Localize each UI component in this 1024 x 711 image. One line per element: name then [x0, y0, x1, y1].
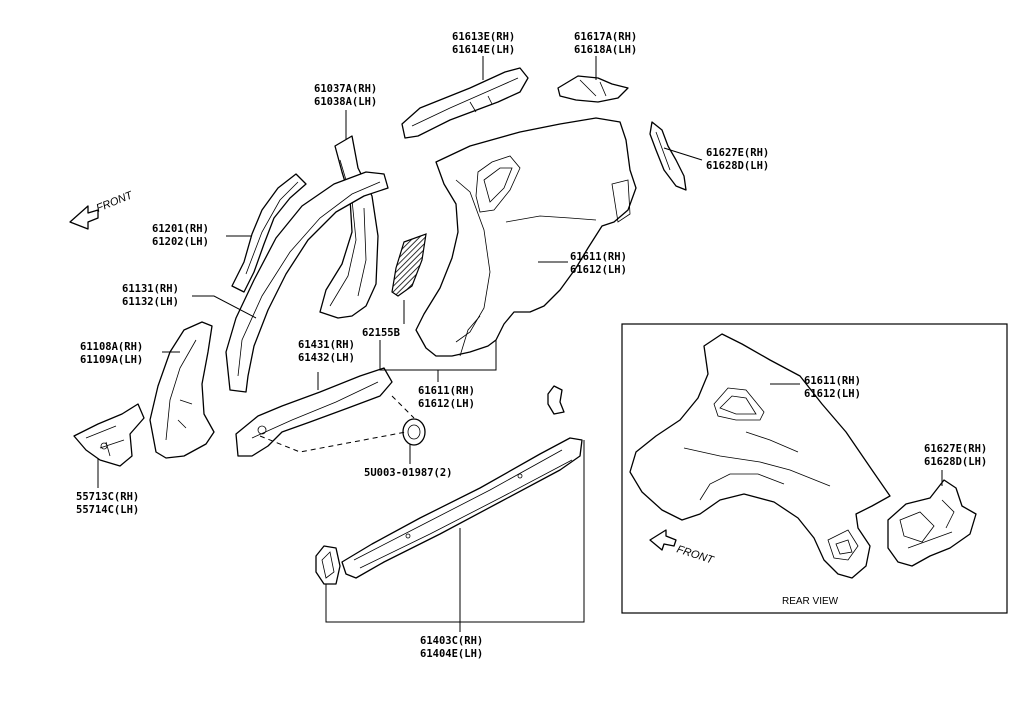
- rocker-pillar-reinforcement-part: [225, 171, 389, 393]
- label-61627-main: 61627E(RH) 61628D(LH): [706, 147, 769, 172]
- rocker-outer-panel-part: [341, 437, 583, 579]
- svg-text:5U003-01987(2): 5U003-01987(2): [364, 467, 453, 479]
- rear-view-caption: REAR VIEW: [782, 596, 839, 607]
- svg-text:62155B: 62155B: [362, 327, 400, 339]
- svg-text:55714C(LH): 55714C(LH): [76, 504, 139, 516]
- svg-text:61431(RH): 61431(RH): [298, 339, 355, 351]
- quarter-panel-part: [415, 117, 637, 357]
- svg-text:61628D(LH): 61628D(LH): [924, 456, 987, 468]
- svg-text:61612(LH): 61612(LH): [570, 264, 627, 276]
- label-55713: 55713C(RH) 55714C(LH): [76, 491, 139, 516]
- center-pillar-part: [319, 135, 379, 319]
- svg-text:61108A(RH): 61108A(RH): [80, 341, 143, 353]
- quarter-pad-part: [391, 233, 427, 297]
- rocker-seal-part: [315, 545, 341, 585]
- svg-text:61612(LH): 61612(LH): [418, 398, 475, 410]
- svg-text:61132(LH): 61132(LH): [122, 296, 179, 308]
- svg-text:61611(RH): 61611(RH): [804, 375, 861, 387]
- cowl-bracket-part: [73, 403, 145, 467]
- label-61403: 61403C(RH) 61404E(LH): [420, 635, 483, 660]
- upper-bracket-part: [557, 75, 629, 103]
- roof-side-rail-part: [401, 67, 529, 139]
- svg-text:61404E(LH): 61404E(LH): [420, 648, 483, 660]
- svg-text:61201(RH): 61201(RH): [152, 223, 209, 235]
- svg-text:61612(LH): 61612(LH): [804, 388, 861, 400]
- svg-text:61627E(RH): 61627E(RH): [706, 147, 769, 159]
- svg-text:61202(LH): 61202(LH): [152, 236, 209, 248]
- svg-text:61432(LH): 61432(LH): [298, 352, 355, 364]
- svg-text:61037A(RH): 61037A(RH): [314, 83, 377, 95]
- label-61617: 61617A(RH) 61618A(LH): [574, 31, 637, 56]
- svg-text:61109A(LH): 61109A(LH): [80, 354, 143, 366]
- label-61037: 61037A(RH) 61038A(LH): [314, 83, 377, 108]
- label-61627-inset: 61627E(RH) 61628D(LH): [924, 443, 987, 468]
- rocker-clip-part: [547, 385, 565, 415]
- svg-text:61617A(RH): 61617A(RH): [574, 31, 637, 43]
- svg-text:61627E(RH): 61627E(RH): [924, 443, 987, 455]
- svg-text:61628D(LH): 61628D(LH): [706, 160, 769, 172]
- svg-text:55713C(RH): 55713C(RH): [76, 491, 139, 503]
- label-61611-inset: 61611(RH) 61612(LH): [804, 375, 861, 400]
- inset-rear-bracket-part: [887, 479, 977, 567]
- label-61611-lower: 61611(RH) 61612(LH): [418, 385, 475, 410]
- front-lower-pillar-part: [149, 321, 215, 459]
- rocker-inner-panel-part: [235, 367, 393, 457]
- label-61131: 61131(RH) 61132(LH): [122, 283, 179, 308]
- label-61431: 61431(RH) 61432(LH): [298, 339, 355, 364]
- svg-text:61614E(LH): 61614E(LH): [452, 44, 515, 56]
- label-61108: 61108A(RH) 61109A(LH): [80, 341, 143, 366]
- svg-text:61403C(RH): 61403C(RH): [420, 635, 483, 647]
- svg-text:61613E(RH): 61613E(RH): [452, 31, 515, 43]
- front-pillar-upper-part: [231, 173, 307, 293]
- svg-text:61038A(LH): 61038A(LH): [314, 96, 377, 108]
- rear-view-inset: FRONT 61611(RH) 61612(LH) 61627E(RH) 616…: [621, 323, 1008, 614]
- label-61611-upper: 61611(RH) 61612(LH): [570, 251, 627, 276]
- svg-text:61131(RH): 61131(RH): [122, 283, 179, 295]
- label-5u003: 5U003-01987(2): [364, 467, 453, 479]
- svg-text:61611(RH): 61611(RH): [418, 385, 475, 397]
- front-direction-arrow: FRONT: [69, 189, 136, 230]
- svg-text:61618A(LH): 61618A(LH): [574, 44, 637, 56]
- label-62155: 62155B: [362, 327, 400, 339]
- label-61201: 61201(RH) 61202(LH): [152, 223, 209, 248]
- rear-right-panel-part: [649, 121, 687, 191]
- leader-lines: [97, 56, 703, 632]
- grommet-part: [402, 418, 426, 446]
- label-61613: 61613E(RH) 61614E(LH): [452, 31, 515, 56]
- front-label: FRONT: [95, 189, 136, 215]
- inset-quarter-panel-part: [629, 333, 891, 579]
- svg-text:61611(RH): 61611(RH): [570, 251, 627, 263]
